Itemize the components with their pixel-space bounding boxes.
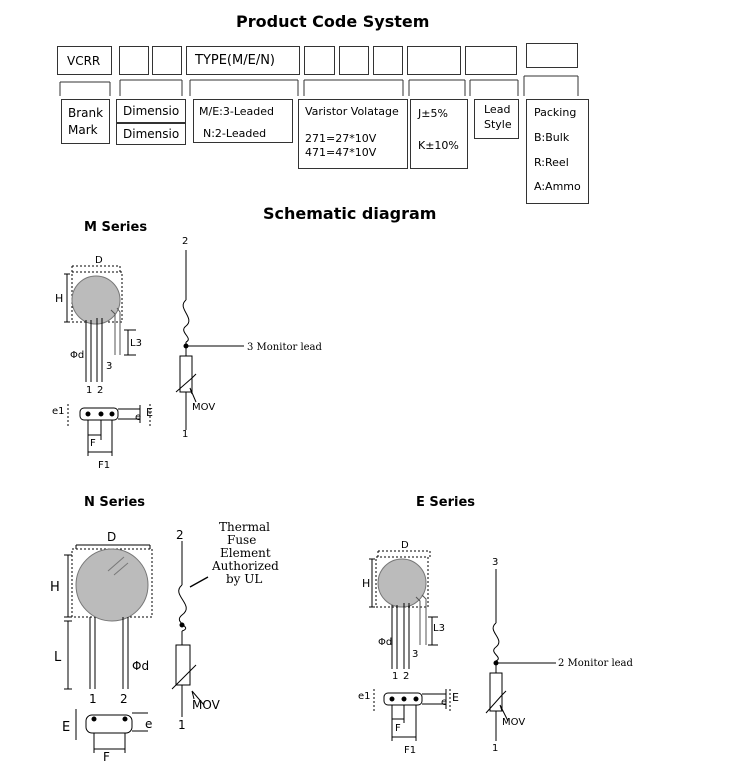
n-thermal-4: Authorized xyxy=(211,559,279,573)
m-monitor: 3 Monitor lead xyxy=(247,342,323,353)
e-pin-top: 3 xyxy=(492,557,498,568)
tol-k: K±10% xyxy=(418,139,459,152)
e-F-label: F xyxy=(395,723,401,734)
e-mov: MOV xyxy=(502,717,525,728)
n-l-label: L xyxy=(54,650,62,665)
n-phid-label: Φd xyxy=(132,659,149,673)
tol-j: J±5% xyxy=(418,107,448,120)
e-e1-label: e1 xyxy=(358,691,371,702)
e-pin-bottom: 1 xyxy=(492,743,498,754)
code-type: TYPE(M/E/N) xyxy=(195,53,275,68)
m-lead1-label: 1 xyxy=(86,385,92,396)
label-brank-mark: Brank Mark xyxy=(61,99,110,144)
m-phid-label: Φd xyxy=(70,350,84,361)
varistor-title: Varistor Volatage xyxy=(305,105,399,118)
e-monitor: 2 Monitor lead xyxy=(558,658,634,669)
e-h-label: H xyxy=(362,577,370,590)
e-E-label: E xyxy=(452,691,459,704)
m-mov: MOV xyxy=(192,402,215,413)
code-box-vcrr: VCRR xyxy=(57,46,112,75)
ammo-text: A:Ammo xyxy=(534,180,581,193)
m-e-label: e xyxy=(135,412,141,423)
label-packing: Packing B:Bulk R:Reel A:Ammo xyxy=(526,99,589,204)
mark-text: Mark xyxy=(68,123,98,137)
code-box-lead xyxy=(465,46,517,75)
e-e-label: e xyxy=(441,697,447,708)
lead-text: Lead xyxy=(484,103,511,116)
m-pin-top: 2 xyxy=(182,236,188,247)
n-lead2-label: 2 xyxy=(120,692,128,706)
m-lead3-label: 3 xyxy=(106,361,112,372)
code-box-pack xyxy=(526,43,578,68)
n-pin-top: 2 xyxy=(176,528,184,542)
e-F1-label: F1 xyxy=(404,745,416,756)
varistor-271: 271=27*10V xyxy=(305,132,377,145)
label-dimensio-2: Dimensio xyxy=(116,123,186,145)
n-series-title: N Series xyxy=(84,495,146,510)
style-text: Style xyxy=(484,118,512,131)
e-phid-label: Φd xyxy=(378,637,392,648)
m-h-label: H xyxy=(55,292,63,305)
e-lead3-label: 3 xyxy=(412,649,418,660)
varistor-471: 471=47*10V xyxy=(305,146,377,159)
page-title: Product Code System xyxy=(236,12,430,31)
n-series-drawing: D H L Φd 1 2 E e F 2 Thermal Fuse Elemen… xyxy=(50,520,279,763)
m-F-label: F xyxy=(90,438,96,449)
n-thermal-5: by UL xyxy=(226,572,262,586)
n-lead1-label: 1 xyxy=(89,692,97,706)
label-leaded: M/E:3-Leaded N:2-Leaded xyxy=(193,99,293,143)
code-box-volt-2 xyxy=(339,46,369,75)
n-thermal-1: Thermal xyxy=(219,520,270,534)
n-thermal-2: Fuse xyxy=(227,533,256,547)
schematic-title: Schematic diagram xyxy=(263,204,437,223)
bulk-text: B:Bulk xyxy=(534,131,570,144)
e-series-drawing: D H L3 Φd 3 1 2 e1 e E F F1 3 2 Monitor … xyxy=(358,540,634,756)
n-pin-bottom: 1 xyxy=(178,718,186,732)
packing-text: Packing xyxy=(534,106,577,119)
m-e1-label: e1 xyxy=(52,406,65,417)
code-box-tol xyxy=(407,46,461,75)
e-d-label: D xyxy=(401,540,409,551)
brank-text: Brank xyxy=(68,106,104,120)
n-d-label: D xyxy=(107,530,116,544)
e-lead2-label: 2 xyxy=(403,671,409,682)
m-lead2-label: 2 xyxy=(97,385,103,396)
m-series-title: M Series xyxy=(84,220,148,235)
e-series-title: E Series xyxy=(416,495,476,510)
code-box-type: TYPE(M/E/N) xyxy=(186,46,300,75)
n-e-label: e xyxy=(145,717,152,731)
n-thermal-3: Element xyxy=(220,546,271,560)
leaded-text-2: N:2-Leaded xyxy=(203,127,267,140)
code-box-volt-1 xyxy=(304,46,335,75)
n-mov: MOV xyxy=(192,698,221,712)
m-pin-bottom: 1 xyxy=(182,429,188,440)
code-box-dim-2 xyxy=(152,46,182,75)
dimensio-text-1: Dimensio xyxy=(123,104,180,118)
m-series-drawing: D H L3 Φd 3 1 2 e1 e E F F1 2 3 Monitor … xyxy=(52,236,323,471)
m-l3-label: L3 xyxy=(130,338,142,349)
label-tolerance: J±5% K±10% xyxy=(410,99,468,169)
e-lead1-label: 1 xyxy=(392,671,398,682)
label-varistor: Varistor Volatage 271=27*10V 471=47*10V xyxy=(298,99,408,169)
dimensio-text-2: Dimensio xyxy=(123,127,180,141)
reel-text: R:Reel xyxy=(534,156,569,169)
n-F-label: F xyxy=(103,750,110,763)
n-h-label: H xyxy=(50,580,60,595)
m-F1-label: F1 xyxy=(98,460,110,471)
code-vcrr: VCRR xyxy=(67,54,101,68)
e-l3-label: L3 xyxy=(433,623,445,634)
label-lead-style: Lead Style xyxy=(474,99,519,139)
m-E-label: E xyxy=(146,406,153,419)
m-d-label: D xyxy=(95,255,103,266)
code-connectors xyxy=(59,75,579,96)
label-dimensio-1: Dimensio xyxy=(116,99,186,123)
code-box-dim-1 xyxy=(119,46,149,75)
code-box-volt-3 xyxy=(373,46,403,75)
n-E-label: E xyxy=(62,720,70,735)
leaded-text-1: M/E:3-Leaded xyxy=(199,105,274,118)
